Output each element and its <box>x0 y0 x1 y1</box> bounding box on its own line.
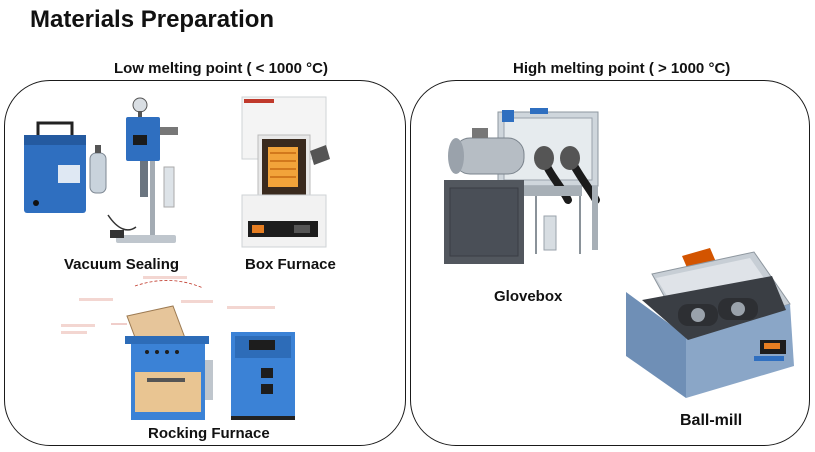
vacuum-sealing-icon <box>18 95 198 250</box>
high-melting-heading: High melting point ( > 1000 °C) <box>513 60 731 77</box>
box-furnace-label: Box Furnace <box>245 256 336 273</box>
low-melting-heading: Low melting point ( < 1000 °C) <box>114 60 328 77</box>
ball-mill-icon <box>622 244 802 402</box>
box-furnace-icon <box>234 95 334 253</box>
rocking-furnace-label: Rocking Furnace <box>148 425 270 442</box>
rocking-furnace-icon <box>55 276 315 424</box>
vacuum-sealing-label: Vacuum Sealing <box>64 256 180 273</box>
ball-mill-label: Ball-mill <box>680 412 743 429</box>
glovebox-icon <box>440 104 610 274</box>
glovebox-label: Glovebox <box>494 288 563 305</box>
page-title: Materials Preparation <box>30 6 275 33</box>
